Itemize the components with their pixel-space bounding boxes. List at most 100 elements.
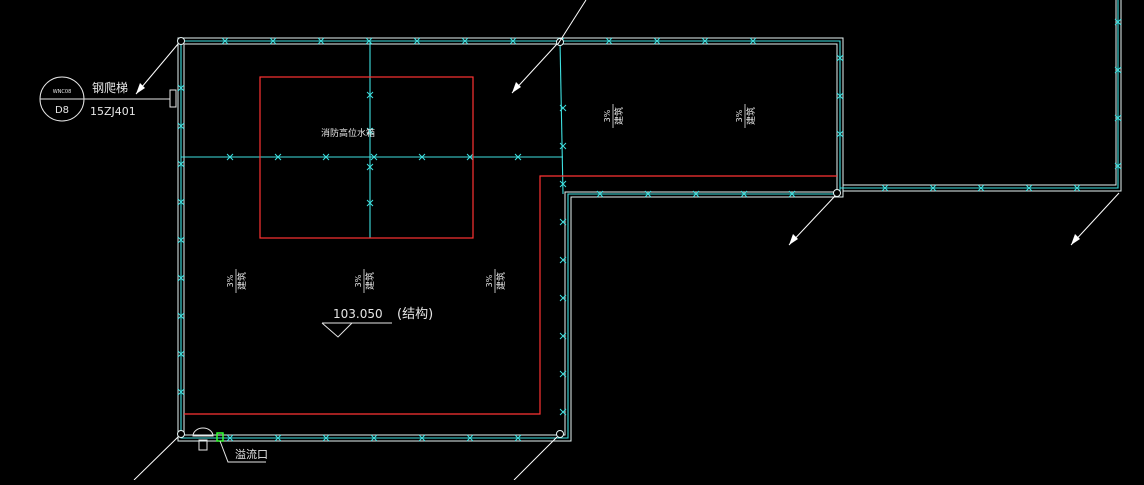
belt-x-marker bbox=[221, 37, 229, 45]
corner-node bbox=[833, 189, 841, 197]
roof-edge-right-inner bbox=[843, 0, 1122, 192]
belt-x-marker bbox=[226, 434, 234, 442]
belt-x-marker bbox=[740, 190, 748, 198]
roof-edge-outer bbox=[177, 37, 844, 442]
detail-number: D8 bbox=[55, 105, 69, 116]
corner-node bbox=[177, 37, 185, 45]
arrowhead bbox=[512, 82, 521, 93]
belt-x-marker bbox=[605, 37, 613, 45]
belt-x-marker bbox=[559, 332, 567, 340]
belt-x-marker bbox=[559, 104, 567, 112]
corner-node bbox=[556, 430, 564, 438]
arrowhead bbox=[789, 234, 798, 245]
belt-x-marker bbox=[226, 153, 234, 161]
belt-x-marker bbox=[559, 218, 567, 226]
overflow-box-icon bbox=[198, 439, 208, 451]
slope-word: 建筑 bbox=[236, 272, 248, 290]
corner-nodes bbox=[177, 37, 841, 438]
belt-x-marker bbox=[365, 37, 373, 45]
belt-x-marker bbox=[177, 350, 185, 358]
corner-node bbox=[177, 430, 185, 438]
belt-x-marker bbox=[559, 408, 567, 416]
belt-x-marker bbox=[1073, 184, 1081, 192]
belt-x-marker bbox=[322, 153, 330, 161]
belt-x-marker bbox=[418, 153, 426, 161]
belt-x-marker bbox=[514, 153, 522, 161]
leader-line bbox=[511, 43, 558, 94]
belt-x-marker bbox=[366, 127, 374, 135]
overflow-outlet: 溢流口 bbox=[192, 427, 268, 463]
belt-x-marker bbox=[701, 37, 709, 45]
slope-word: 建筑 bbox=[364, 272, 376, 290]
lightning-belt-divider bbox=[559, 40, 564, 195]
roof-edge-inner bbox=[183, 43, 838, 436]
belt-x-marker bbox=[366, 163, 374, 171]
belt-x-marker bbox=[177, 122, 185, 130]
belt-x-marker bbox=[177, 236, 185, 244]
overflow-leader bbox=[219, 440, 266, 463]
belt-x-marker bbox=[514, 434, 522, 442]
belt-x-marker bbox=[366, 91, 374, 99]
elevation-value: 103.050 bbox=[333, 307, 383, 321]
elevation-triangle-icon bbox=[321, 322, 353, 338]
leader-line bbox=[133, 436, 179, 481]
slope-percent: 3% bbox=[735, 109, 744, 122]
belt-x-marker bbox=[749, 37, 757, 45]
fire-water-tank-label: 消防高位水箱 bbox=[321, 127, 375, 139]
ladder-symbol-icon bbox=[169, 89, 177, 108]
leader-line bbox=[135, 43, 179, 95]
leader-line bbox=[788, 195, 836, 246]
belt-x-marker bbox=[461, 37, 469, 45]
belt-x-marker bbox=[418, 434, 426, 442]
belt-x-marker bbox=[177, 312, 185, 320]
slope-word: 建筑 bbox=[613, 107, 625, 125]
belt-x-marker bbox=[269, 37, 277, 45]
arrowhead bbox=[1071, 234, 1080, 245]
belt-x-marker bbox=[370, 434, 378, 442]
slope-percent: 3% bbox=[354, 274, 363, 287]
belt-x-marker bbox=[559, 256, 567, 264]
slope-annotation: 3%建筑 bbox=[603, 104, 625, 128]
belt-x-marker bbox=[1114, 114, 1122, 122]
slope-annotation: 3%建筑 bbox=[226, 269, 248, 293]
structure-lines bbox=[184, 76, 837, 415]
structure-outline bbox=[184, 175, 837, 415]
belt-x-marker bbox=[559, 142, 567, 150]
belt-x-marker bbox=[836, 130, 844, 138]
atlas-reference: 15ZJ401 bbox=[90, 105, 136, 118]
belt-x-marker bbox=[653, 37, 661, 45]
belt-x-marker bbox=[692, 190, 700, 198]
roof-edge bbox=[177, 0, 1122, 442]
belt-x-marker bbox=[836, 92, 844, 100]
belt-x-marker bbox=[559, 180, 567, 188]
belt-x-marker bbox=[1114, 162, 1122, 170]
belt-x-marker bbox=[466, 153, 474, 161]
belt-x-marker bbox=[1114, 66, 1122, 74]
corner-node bbox=[556, 38, 564, 46]
fire-water-tank-outline bbox=[259, 76, 474, 239]
lightning-belt bbox=[180, 0, 1119, 439]
belt-x-marker bbox=[274, 434, 282, 442]
arrowhead bbox=[136, 83, 145, 94]
belt-x-marker bbox=[788, 190, 796, 198]
belt-x-marker bbox=[322, 434, 330, 442]
slope-annotation: 3%建筑 bbox=[735, 104, 757, 128]
leader-arrows bbox=[133, 0, 1120, 481]
elevation-mark: 103.050 (结构) bbox=[321, 307, 433, 338]
belt-x-marker bbox=[466, 434, 474, 442]
leader-line bbox=[1070, 192, 1120, 246]
belt-x-marker bbox=[559, 370, 567, 378]
slope-word: 建筑 bbox=[745, 107, 757, 125]
belt-x-marker bbox=[366, 199, 374, 207]
slope-percent: 3% bbox=[485, 274, 494, 287]
belt-x-marker bbox=[977, 184, 985, 192]
leader-arrowheads bbox=[136, 82, 1080, 245]
roof-edge-right-outer bbox=[843, 0, 1117, 186]
belt-x-marker bbox=[413, 37, 421, 45]
overflow-marker-icon bbox=[216, 432, 224, 442]
belt-x-marker bbox=[177, 274, 185, 282]
belt-x-marker bbox=[836, 54, 844, 62]
elevation-note: (结构) bbox=[397, 307, 433, 322]
